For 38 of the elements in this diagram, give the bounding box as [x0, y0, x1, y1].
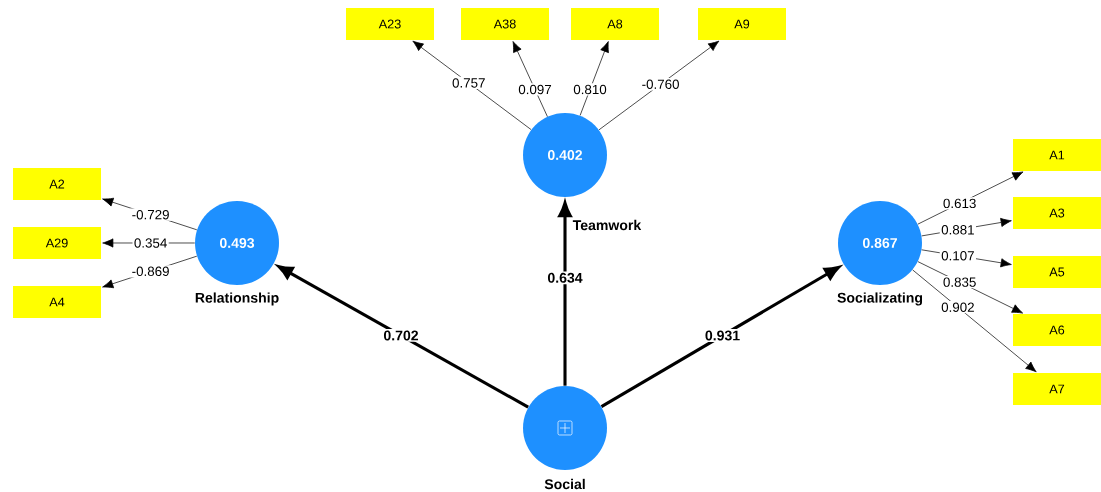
- indicator-box: A7: [1013, 373, 1101, 405]
- construct-label: Relationship: [195, 292, 279, 306]
- arrow: [512, 41, 548, 117]
- arrow: [579, 41, 609, 116]
- edge-label: 0.107: [939, 249, 976, 262]
- arrow: [917, 261, 1023, 314]
- indicator-box: A23: [346, 8, 434, 40]
- arrow: [912, 269, 1037, 373]
- indicator-box: A4: [13, 286, 101, 318]
- edge-label: 0.931: [703, 329, 742, 342]
- edge-label: 0.757: [450, 76, 487, 90]
- edge-label: -0.729: [130, 208, 171, 221]
- indicator-box: A6: [1013, 314, 1101, 346]
- edge-label: 0.881: [939, 223, 976, 236]
- indicator-box: A29: [13, 227, 101, 259]
- edge-label: 0.902: [939, 301, 976, 314]
- arrow: [598, 40, 720, 131]
- indicator-box: A5: [1013, 256, 1101, 288]
- edge-label: 0.634: [546, 271, 584, 285]
- edge-label: 0.810: [571, 83, 609, 96]
- edge-label: 0.835: [941, 276, 978, 289]
- indicator-box: A3: [1013, 197, 1101, 229]
- construct-label: Teamwork: [572, 219, 642, 231]
- indicator-box: A9: [698, 8, 786, 40]
- indicator-box: A1: [1013, 139, 1101, 171]
- edge-label: 0.702: [382, 329, 420, 342]
- edge-label: -0.869: [130, 265, 171, 278]
- construct-label: Social: [544, 478, 585, 490]
- indicator-box: A8: [571, 8, 659, 40]
- construct-label: Socializating: [837, 292, 923, 306]
- edge-label: 0.097: [516, 83, 554, 96]
- edge-label: 0.354: [132, 236, 169, 250]
- indicator-box: A38: [461, 8, 549, 40]
- edge-label: 0.613: [941, 197, 978, 210]
- arrow: [277, 265, 529, 409]
- edge-label: -0.760: [640, 78, 681, 91]
- indicator-box: A2: [13, 168, 101, 200]
- arrow: [412, 40, 532, 130]
